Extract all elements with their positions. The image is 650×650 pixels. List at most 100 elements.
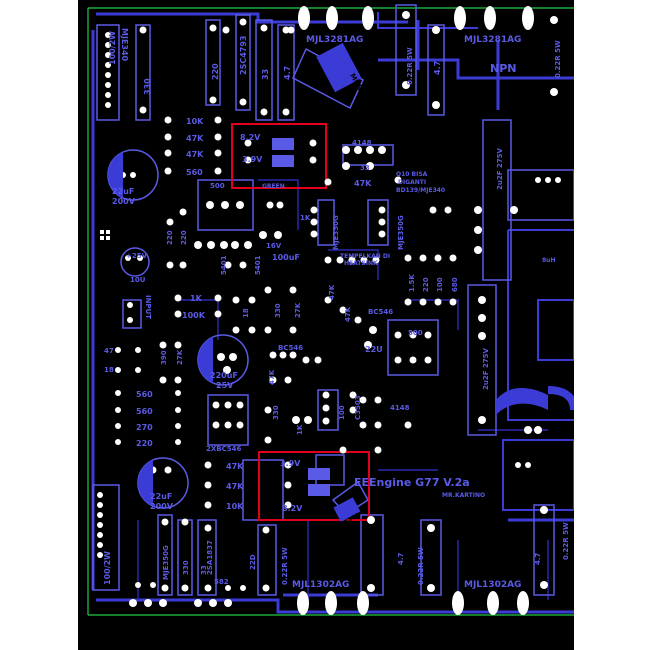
label-22uf-b: 22uF [150, 492, 172, 501]
label-16v: 16V [266, 242, 282, 250]
label-r47k-d: 47K [328, 284, 336, 300]
label-r47-top2: 4.7 [433, 61, 442, 75]
label-r220-c: 220 [422, 277, 430, 292]
label-tempel-1: TEMPELKAN DI [340, 253, 390, 260]
highlight-box-bottom [258, 451, 370, 521]
label-r1k-a: 1K [300, 214, 311, 222]
label-22u: 22U [365, 345, 383, 354]
label-r18: 18 [242, 308, 250, 318]
label-25v: +25V [126, 252, 148, 260]
label-r1k-c: 1K [296, 424, 304, 435]
label-r220-b: 220 [180, 230, 188, 245]
label-green: GREEN [262, 183, 285, 190]
pcb-board: MJE340 100/2W 330 220 2SC4793 33 4.7 MJL… [78, 0, 574, 650]
label-022r-c: 0.22R 5W [281, 547, 289, 585]
label-mje340: MJE340 [120, 28, 129, 62]
label-r100k: 100K [182, 311, 206, 320]
label-r100-d: 100 [338, 405, 346, 420]
label-r33-b: 33 [200, 565, 208, 575]
label-5401-a: 5401 [220, 255, 228, 275]
label-q10-2: DIGANTI [398, 179, 426, 186]
label-input: INPUT [144, 295, 152, 319]
label-r220-a: 220 [166, 230, 174, 245]
label-mjl1302-b: MJL1302AG [464, 580, 521, 590]
cap-polarity-3 [197, 337, 213, 383]
board-title: EEEngine G77 V.2a [354, 476, 470, 489]
label-r47k-g: 47K [226, 462, 244, 471]
label-4148-a: 4148 [352, 139, 372, 147]
label-r47k-c: 47K [354, 179, 372, 188]
label-inductor: 8uH [542, 257, 555, 264]
label-r33-top: 33 [261, 69, 270, 80]
label-200v-b: 200V [150, 502, 174, 511]
label-r22d: 22D [249, 554, 257, 570]
label-zener-39: 3.9V [242, 155, 263, 164]
label-200v-a: 200V [112, 197, 136, 206]
label-r27k-b: 27K [176, 349, 184, 365]
label-10u: 10U [130, 276, 146, 284]
label-npn: NPN [490, 62, 516, 75]
label-2u2-b: 2u2F 275V [482, 347, 490, 390]
label-4148-b: 4148 [390, 404, 410, 412]
label-5401-b: 5401 [254, 255, 262, 275]
highlight-box-top [231, 123, 327, 189]
label-r47-top: 4.7 [283, 66, 292, 80]
label-r330-c: 330 [272, 405, 280, 420]
label-r680: 680 [451, 277, 459, 292]
label-r33-mid: 33 [360, 164, 370, 172]
label-mjl3281-b: MJL3281AG [464, 35, 521, 45]
label-r1k-b: 1K [190, 294, 203, 303]
label-r10k-b: 10K [226, 502, 244, 511]
label-r582: 582 [214, 578, 229, 586]
label-r560-a: 560 [186, 168, 203, 177]
label-2sa1837: 2SA1837 [206, 540, 214, 575]
label-zener-82-b: 8.2V [282, 504, 303, 513]
label-r330-b: 330 [274, 303, 282, 318]
label-r27k-a: 27K [294, 302, 302, 318]
label-r560-b: 560 [136, 390, 153, 399]
label-mje350-a: MJE350G [332, 215, 340, 250]
label-r47k-h: 47K [226, 482, 244, 491]
label-2xbc546: 2XBC546 [206, 445, 241, 453]
label-bc546-a: BC546 [368, 308, 393, 316]
label-r47k-a: 47K [186, 134, 204, 143]
label-2u2-a: 2u2F 275V [496, 147, 504, 190]
label-r47-b: 47 [104, 347, 114, 355]
label-mje350-c: MJE350G [162, 545, 170, 580]
label-mjl1302-a: MJL1302AG [292, 580, 349, 590]
label-022r-e: 0.22R 5W [562, 522, 570, 560]
cap-polarity-1 [107, 152, 123, 198]
label-r100-2w-top: 100/2W [108, 31, 117, 65]
label-25v-b: 25V [216, 381, 234, 390]
label-tempel-2: HEATSINK [344, 260, 378, 267]
label-r100-2w-bot: 100/2W [103, 551, 112, 585]
label-r220-top: 220 [211, 63, 220, 80]
label-bc546-b: BC546 [278, 344, 303, 352]
label-r100-c: 100 [436, 277, 444, 292]
label-022r-a: 0.22R 5W [406, 47, 414, 85]
board-author: MR.KARTINO [442, 492, 485, 499]
pcb-layout: MJE340 100/2W 330 220 2SC4793 33 4.7 MJL… [87, 4, 574, 616]
copper-arc [496, 388, 548, 415]
label-zener-82: 8.2V [240, 133, 261, 142]
component-outlines [92, 4, 574, 596]
label-r10k-a: 10K [186, 117, 204, 126]
label-r500-b: 500 [408, 329, 423, 337]
label-mjl3281-a: MJL3281AG [306, 35, 363, 45]
label-r47-c: 4.7 [397, 552, 405, 565]
label-100uf: 100uF [272, 253, 300, 262]
label-r330-d: 330 [182, 560, 190, 575]
label-r330-top: 330 [143, 78, 152, 95]
label-22uf-a: 22uF [112, 187, 134, 196]
label-022r-b: 0.22R 5W [554, 40, 562, 78]
label-r47k-b: 47K [186, 150, 204, 159]
zener-blocks [272, 42, 362, 522]
label-r47k-e: 47K [344, 306, 352, 322]
label-r500-a: 500 [210, 182, 225, 190]
cap-polarity-2 [137, 460, 153, 506]
label-022r-d: 0.22R 5W [417, 547, 425, 585]
label-zener-39-b: 3.9V [280, 459, 301, 468]
pads [97, 6, 561, 615]
label-r47k-f: 47K [268, 369, 276, 385]
label-r18-b: 18 [104, 366, 114, 374]
